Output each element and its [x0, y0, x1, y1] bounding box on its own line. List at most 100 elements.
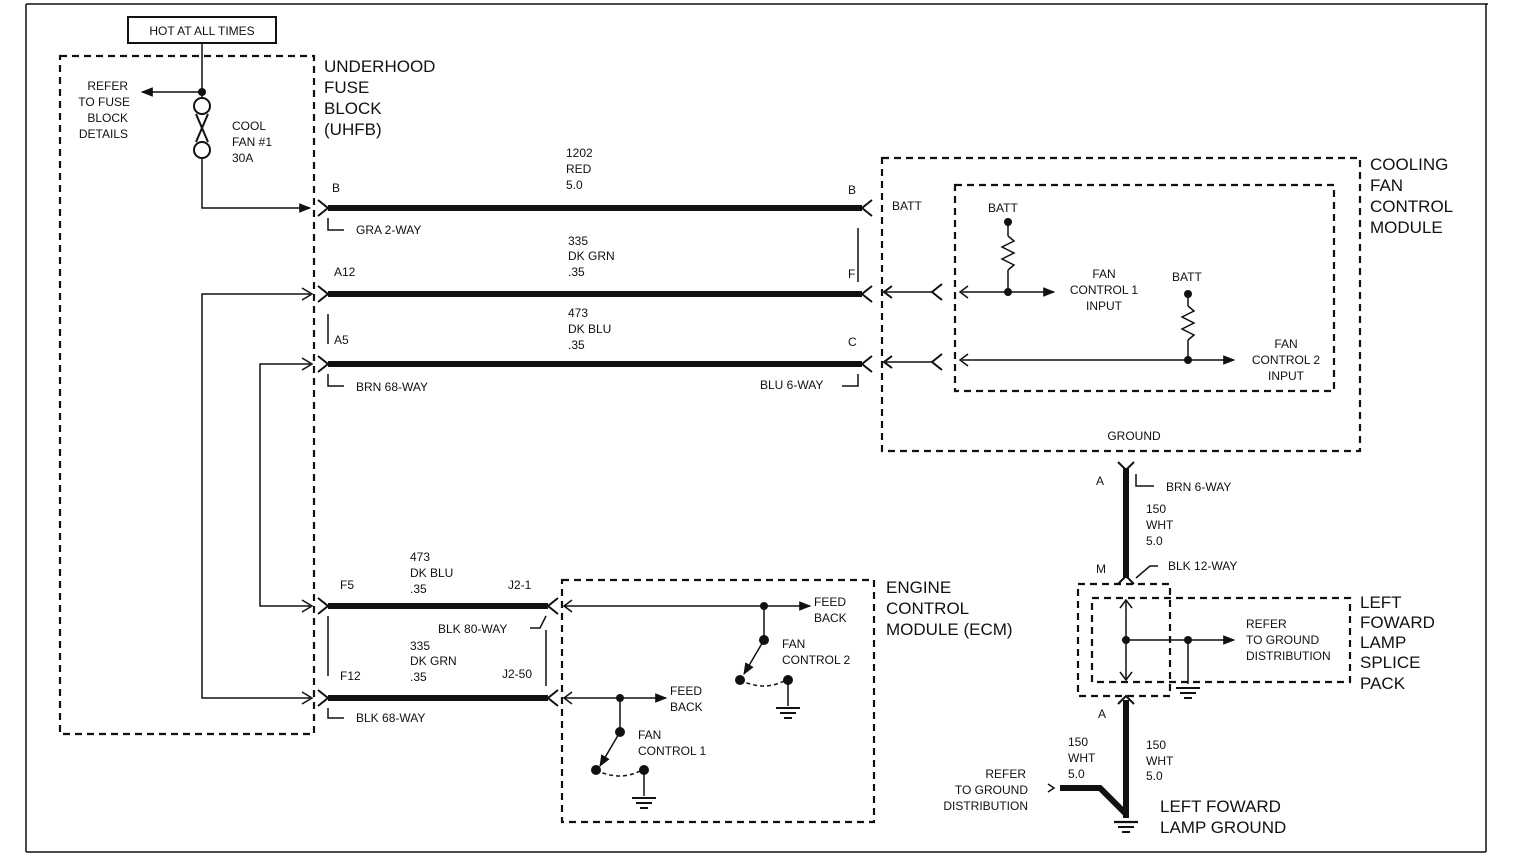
- ground-symbol-ecm-2: [776, 707, 800, 719]
- input1-line: CONTROL 1: [1070, 283, 1139, 297]
- refer-line: BLOCK: [87, 111, 128, 125]
- wire-label-line: 335: [568, 234, 588, 248]
- input1-label: FAN CONTROL 1 INPUT: [1070, 267, 1139, 313]
- uhfb-name: UNDERHOOD FUSE BLOCK (UHFB): [324, 57, 435, 139]
- wire-335: [317, 285, 873, 303]
- splice-line: LAMP: [1360, 633, 1406, 652]
- ecm-wire-335-label: 335 DK GRN .35: [410, 639, 457, 684]
- pin-f12: F12: [340, 669, 361, 683]
- input2-line: CONTROL 2: [1252, 353, 1321, 367]
- ecm-box: [560, 578, 876, 824]
- lamp-ground-line: LEFT FOWARD: [1160, 797, 1281, 816]
- cfcm-batt-outer: BATT: [892, 199, 922, 213]
- ecm-wire-473: [317, 597, 559, 615]
- fan-ctrl2-line: CONTROL 2: [782, 653, 851, 667]
- feedback-line: BACK: [814, 611, 847, 625]
- cfcm-batt-1: BATT: [988, 201, 1018, 215]
- ground-symbol-splice: [1176, 687, 1200, 699]
- lamp-ground-refer-text: REFER TO GROUND DISTRIBUTION: [943, 767, 1028, 813]
- wire-473-label: 473 DK BLU .35: [568, 306, 611, 352]
- splice-line: FOWARD: [1360, 613, 1435, 632]
- wire-label-line: WHT: [1146, 518, 1174, 532]
- connector-gra: GRA 2-WAY: [356, 223, 421, 237]
- fan-ctrl1-line: CONTROL 1: [638, 744, 707, 758]
- wire-label-line: DK BLU: [568, 322, 611, 336]
- refer-gd-line: TO GROUND: [1246, 633, 1319, 647]
- wire-label-line: 335: [410, 639, 430, 653]
- connector-blk12: BLK 12-WAY: [1168, 559, 1237, 573]
- fuse-line: FAN #1: [232, 135, 272, 149]
- ecm-name: ENGINE CONTROL MODULE (ECM): [886, 578, 1013, 639]
- connector-brn68: BRN 68-WAY: [356, 380, 428, 394]
- wire-473: [317, 355, 873, 373]
- cfcm-name-line: COOLING: [1370, 155, 1448, 174]
- ecm-name-line: CONTROL: [886, 599, 969, 618]
- wire-label-line: 473: [568, 306, 588, 320]
- wire-label-line: DK BLU: [410, 566, 453, 580]
- pin-a5: A5: [334, 333, 349, 347]
- uhfb-name-line: UNDERHOOD: [324, 57, 435, 76]
- uhfb-name-line: (UHFB): [324, 120, 382, 139]
- input1-line: INPUT: [1086, 299, 1123, 313]
- pin-j2-50: J2-50: [502, 667, 532, 681]
- pullup-resistor-2: [1180, 305, 1196, 341]
- uhfb-box: [58, 54, 316, 736]
- refer-line: TO FUSE: [78, 95, 130, 109]
- loop-wire-473: [259, 363, 310, 607]
- input1-line: FAN: [1092, 267, 1115, 281]
- lamp-ground-name: LEFT FOWARD LAMP GROUND: [1160, 797, 1286, 837]
- cfcm-batt-2: BATT: [1172, 270, 1202, 284]
- wire-label-line: WHT: [1068, 751, 1096, 765]
- fan-control-2-label: FAN CONTROL 2: [782, 637, 851, 667]
- fuse-line: 30A: [232, 151, 253, 165]
- feedback-line: FEED: [814, 595, 846, 609]
- wire-label-line: .35: [410, 582, 427, 596]
- cfcm-inner-box: [953, 183, 1336, 393]
- wire-label-line: .35: [568, 338, 585, 352]
- fan-control-1-label: FAN CONTROL 1: [638, 728, 707, 758]
- refer-gd2-line: DISTRIBUTION: [943, 799, 1028, 813]
- wire-150-upper-label: 150 WHT 5.0: [1146, 502, 1174, 548]
- cfcm-outer-box: [880, 156, 1362, 453]
- pin-a-top: A: [1096, 474, 1104, 488]
- feedback-line: BACK: [670, 700, 703, 714]
- wire-label-line: .35: [410, 670, 427, 684]
- fan-ctrl2-line: FAN: [782, 637, 805, 651]
- wire-label-line: .35: [568, 265, 585, 279]
- wire-1202-label: 1202 RED 5.0: [566, 146, 593, 192]
- feedback-top-label: FEED BACK: [814, 595, 847, 625]
- wire-label-line: 5.0: [1146, 534, 1163, 548]
- wire-label-line: 5.0: [1068, 767, 1085, 781]
- cfcm-ground-label: GROUND: [1107, 429, 1161, 443]
- lamp-ground-line: LAMP GROUND: [1160, 818, 1286, 837]
- wire-150-branch: [1060, 785, 1129, 817]
- fan-control-2-switch: [743, 639, 765, 676]
- refer-gd-line: REFER: [1246, 617, 1287, 631]
- ground-symbol-ecm-1: [632, 797, 656, 809]
- wire-label-line: 5.0: [566, 178, 583, 192]
- splice-pack-name: LEFT FOWARD LAMP SPLICE PACK: [1360, 593, 1435, 693]
- pin-c: C: [848, 335, 857, 349]
- cfcm-name-line: FAN: [1370, 176, 1403, 195]
- fuse-icon: [193, 92, 211, 159]
- input2-line: FAN: [1274, 337, 1297, 351]
- uhfb-name-line: BLOCK: [324, 99, 382, 118]
- connector-blk68: BLK 68-WAY: [356, 711, 425, 725]
- wire-label-line: DK GRN: [410, 654, 457, 668]
- splice-line: LEFT: [1360, 593, 1402, 612]
- wire-label-line: 1202: [566, 146, 593, 160]
- refer-line: DETAILS: [79, 127, 128, 141]
- fan-control-1-switch: [599, 731, 621, 768]
- ecm-wire-335: [317, 689, 559, 707]
- fuse-line: COOL: [232, 119, 266, 133]
- wire-150-left-label: 150 WHT 5.0: [1068, 735, 1096, 781]
- fuse-label: COOL FAN #1 30A: [232, 119, 272, 165]
- refer-gd2-line: REFER: [985, 767, 1026, 781]
- feedback-bottom-label: FEED BACK: [670, 684, 703, 714]
- refer-gd-line: DISTRIBUTION: [1246, 649, 1331, 663]
- refer-line: REFER: [87, 79, 128, 93]
- splice-line: PACK: [1360, 674, 1406, 693]
- pin-a12: A12: [334, 265, 356, 279]
- refer-fuse-text: REFER TO FUSE BLOCK DETAILS: [78, 79, 130, 141]
